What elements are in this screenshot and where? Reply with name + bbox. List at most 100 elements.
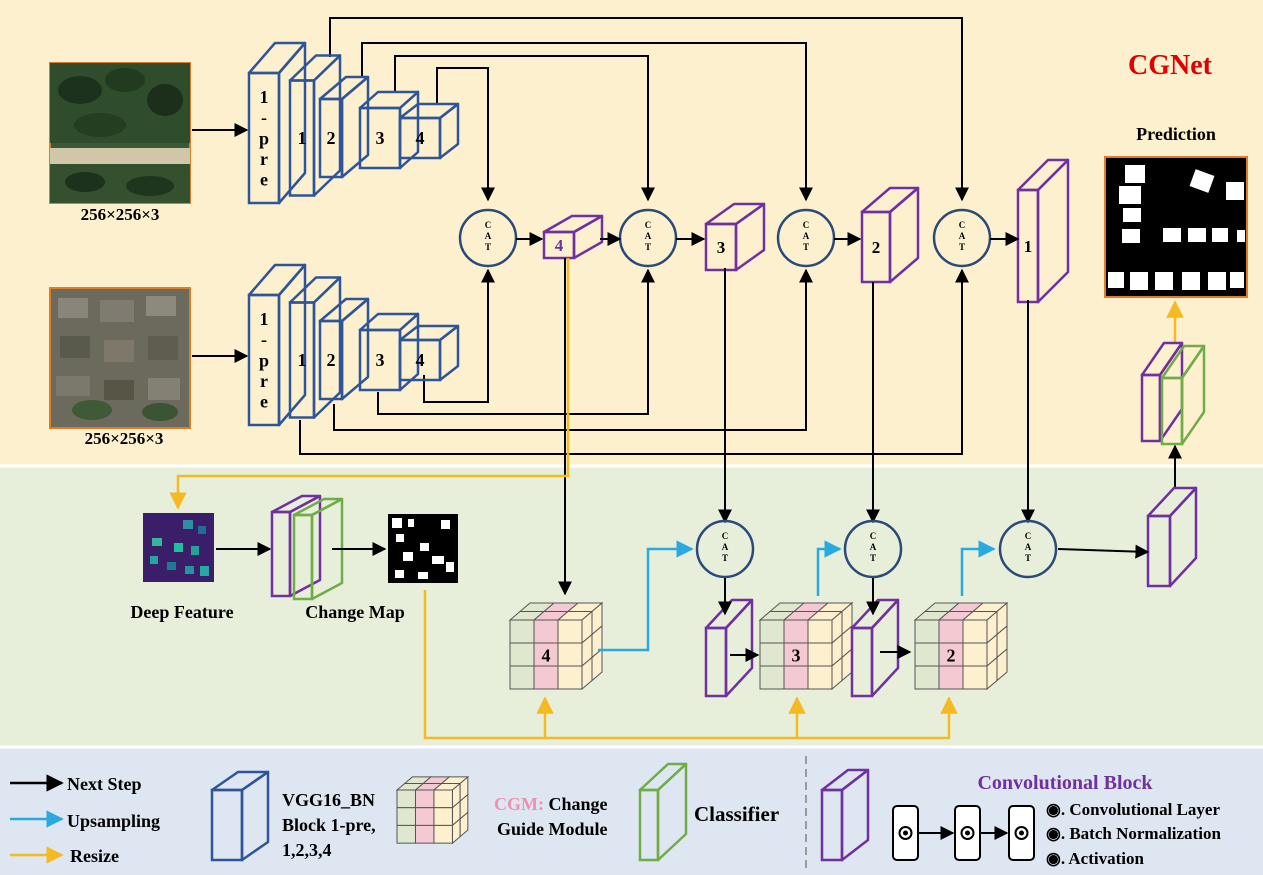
cat-letter: C	[485, 220, 492, 230]
legend-next-step-label: Next Step	[67, 774, 142, 794]
skip-connections-top	[329, 17, 969, 202]
cat-letter: C	[645, 220, 652, 230]
cat-letter: T	[870, 553, 876, 563]
cat-letter: C	[870, 531, 877, 541]
legend-batch-norm: ◉. Batch Normalization	[1046, 824, 1221, 843]
diagram-title: CGNet	[1128, 50, 1213, 81]
legend-conv-block	[820, 768, 870, 862]
cat-letter: C	[1025, 531, 1032, 541]
legend-cgm-text: CGM: Change	[494, 794, 608, 814]
input-image-top	[49, 62, 191, 204]
encoder-bottom-block-2	[318, 297, 370, 401]
final-classifier-block	[1160, 344, 1206, 446]
legend-vgg-line2: Block 1-pre,	[282, 815, 376, 835]
input-image-bottom	[49, 287, 191, 429]
legend-vgg-block	[210, 770, 270, 862]
decoder-label-3: 1	[1024, 237, 1033, 256]
cat-letter: T	[803, 242, 809, 252]
deep-feature-label: Deep Feature	[130, 602, 233, 622]
cat-letter: C	[803, 220, 810, 230]
encoder-bottom-label-2: 2	[327, 350, 336, 370]
decoder-label-1: 3	[717, 238, 726, 257]
encoder-top-label-4: 4	[416, 128, 425, 148]
encoder-top-label-0-char: e	[260, 170, 268, 190]
legend-cgm-line2: Guide Module	[497, 819, 608, 839]
input-size-top: 256×256×3	[81, 205, 160, 224]
legend-vgg-line1: VGG16_BN	[282, 790, 375, 810]
legend-classifier-block	[638, 762, 688, 862]
legend-cgm-abbr: CGM:	[494, 794, 544, 814]
prediction-label: Prediction	[1136, 124, 1216, 144]
bottom-black-arrows	[718, 544, 1150, 662]
encoder-top-block-1	[288, 54, 342, 197]
resize-to-deep-feature	[169, 258, 570, 510]
change-map-classifier	[270, 494, 344, 601]
cat-letter: A	[485, 231, 492, 241]
cgm-cube-4-label: 4	[542, 646, 551, 666]
cgm-cube-2: 2	[913, 601, 1009, 691]
encoder-top-block-4	[398, 102, 460, 160]
legend-conv-layer-box-2	[1008, 805, 1035, 861]
decoder-block-0	[542, 214, 604, 260]
skip-connections-bottom	[299, 268, 969, 455]
change-map-label: Change Map	[305, 602, 405, 622]
encoder-top-label-0-char: -	[261, 108, 267, 128]
encoder-top-label-3: 3	[376, 128, 385, 148]
legend-cgm-cube	[395, 775, 470, 845]
legend-conv-slab	[820, 768, 870, 862]
bottom-cat-node-1: CAT	[843, 519, 903, 579]
encoder-top-label-0-char: p	[259, 128, 269, 148]
cat-letter: T	[959, 242, 965, 252]
cat-letter: A	[645, 231, 652, 241]
encoder-bottom-block-4	[398, 324, 460, 382]
encoder-bottom-block-1	[288, 276, 342, 419]
resize-to-cgm-paths	[423, 590, 958, 740]
upsampling-paths	[598, 540, 996, 652]
legend-classifier-slab	[638, 762, 688, 862]
bottom-cat-node-0: CAT	[695, 519, 755, 579]
encoder-bottom-label-0: 1-pre	[259, 309, 269, 412]
bottom-conv-block-2	[1146, 486, 1198, 588]
legend-activation: ◉. Activation	[1046, 849, 1144, 868]
decoder-blocks: 4 3 2 1	[542, 158, 1070, 304]
encoder-bottom-label-0-char: r	[260, 371, 268, 391]
legend-classifier-label: Classifier	[694, 802, 779, 826]
encoder-top-label-1: 1	[298, 128, 307, 148]
encoder-top-block-2	[318, 75, 370, 179]
legend-conv-block-title: Convolutional Block	[977, 772, 1153, 794]
cat-letter: A	[803, 231, 810, 241]
legend-region-background	[0, 746, 1263, 875]
cat-letter: A	[870, 542, 877, 552]
encoder-bottom-label-0-char: e	[260, 392, 268, 412]
encoder-bottom-label-0-char: 1	[260, 309, 269, 329]
decoder-block-1	[704, 202, 766, 272]
encoder-bottom-block-0	[247, 263, 307, 427]
legend-vgg-line3: 1,2,3,4	[282, 840, 332, 860]
cat-letter: A	[959, 231, 966, 241]
encoder-bottom-label-0-char: p	[259, 350, 269, 370]
encoder-top-label-0-char: 1	[260, 87, 269, 107]
encoder-top-label-0-char: r	[260, 149, 268, 169]
encoder-top-label-0: 1-pre	[259, 87, 269, 190]
cat-letter: T	[645, 242, 651, 252]
legend-conv-layer-chain	[892, 805, 1035, 861]
change-map-image	[388, 514, 458, 583]
bottom-cat-node-2: CAT	[998, 519, 1058, 579]
decoder-label-0: 4	[555, 236, 564, 255]
input-size-bottom: 256×256×3	[85, 429, 164, 448]
encoder-top-label-2: 2	[327, 128, 336, 148]
encoder-bottom-label-0-char: -	[261, 330, 267, 350]
decoder-label-2: 2	[872, 238, 881, 257]
encoder-bottom-label-3: 3	[376, 350, 385, 370]
deep-feature-heatmap	[143, 513, 214, 582]
decoder-down-arrows	[558, 258, 1035, 596]
legend-conv-layer-box-1	[954, 805, 981, 861]
final-output-stack	[1140, 341, 1206, 446]
encoder-bottom-label-1: 1	[298, 350, 307, 370]
cgm-classifier-conv	[270, 494, 322, 598]
legend-conv-layer-box-0	[892, 805, 919, 861]
